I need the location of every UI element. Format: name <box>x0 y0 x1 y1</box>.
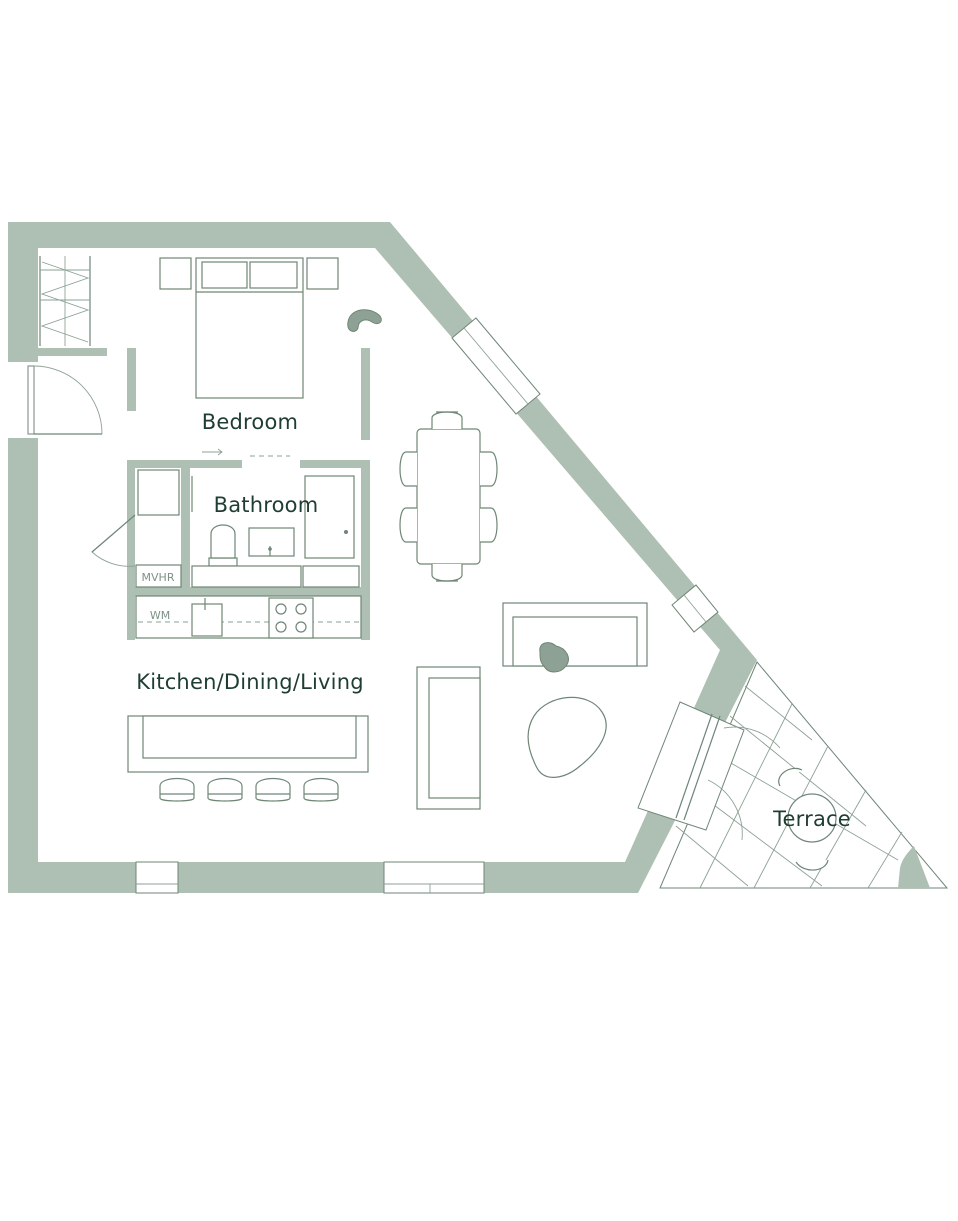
sofa-left <box>416 666 481 810</box>
mvhr-label: MVHR <box>142 571 175 584</box>
cupboard <box>137 469 180 516</box>
walls <box>6 222 757 894</box>
armchair-icon <box>347 309 382 332</box>
double-bed <box>195 257 304 399</box>
kitchen-dining-living-label: Kitchen/Dining/Living <box>136 670 364 694</box>
bedroom-label: Bedroom <box>202 410 298 434</box>
mvhr-unit <box>135 564 182 588</box>
person-icon <box>539 642 569 673</box>
bedroom-stub-right <box>361 348 370 440</box>
bathroom-left-wall <box>127 460 135 640</box>
terrace: Terrace <box>637 661 949 889</box>
bathroom-right-wall <box>361 460 370 640</box>
window-bottom-right <box>383 861 485 894</box>
toilet-icon <box>208 524 238 567</box>
bistro-set <box>778 767 837 871</box>
kitchen-counter <box>135 595 362 639</box>
sink-icon <box>191 598 223 637</box>
bedside-table-left <box>159 257 192 290</box>
coffee-table <box>527 696 607 778</box>
kitchen: WM Kitchen/Dining <box>127 595 369 802</box>
basin-icon <box>248 527 295 557</box>
terrace-label: Terrace <box>772 807 851 831</box>
sofa-top <box>502 602 648 667</box>
bedside-table-right <box>306 257 339 290</box>
windows <box>135 317 719 894</box>
washing-machine-label: WM <box>150 609 170 622</box>
wardrobe <box>39 256 91 346</box>
dining-table <box>399 411 498 582</box>
entrance-gap <box>6 362 40 438</box>
bathroom-door-gap <box>242 458 300 470</box>
bathroom-label: Bathroom <box>214 493 319 517</box>
hob-icon <box>268 597 314 639</box>
window-bottom-left <box>135 861 179 894</box>
bathroom: MVHR Bathroom <box>91 469 360 588</box>
bar-stools <box>159 777 339 802</box>
shower <box>304 475 355 559</box>
bedroom: Bedroom <box>39 256 382 457</box>
terrace-corner <box>898 846 930 888</box>
bathroom-counter <box>191 565 302 588</box>
bedroom-stub-left <box>127 348 136 411</box>
bathroom-inner-wall <box>181 460 190 590</box>
kitchen-island <box>127 715 369 773</box>
cupboard-top-wall <box>127 460 189 468</box>
bathroom-bottom-wall <box>127 587 370 596</box>
terrace-door <box>637 701 781 841</box>
entrance-door <box>27 365 103 435</box>
wardrobe-wall <box>38 348 107 356</box>
living-area <box>416 602 648 810</box>
